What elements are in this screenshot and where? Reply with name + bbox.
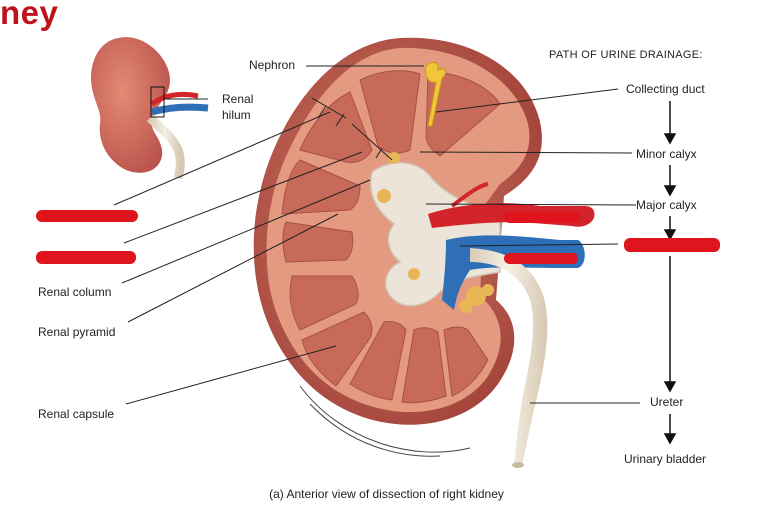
redaction-bar-4 — [504, 253, 578, 264]
path-step-collecting-duct: Collecting duct — [626, 82, 705, 96]
path-step-urinary-bladder: Urinary bladder — [624, 452, 707, 466]
path-step-major-calyx: Major calyx — [636, 198, 697, 212]
redaction-bar-3 — [504, 212, 580, 223]
label-renal-pyramid: Renal pyramid — [38, 325, 116, 339]
label-nephron: Nephron — [249, 58, 296, 72]
urine-path-arrows — [663, 101, 677, 445]
path-step-minor-calyx: Minor calyx — [636, 147, 697, 161]
small-kidney-icon — [91, 37, 209, 180]
urine-path-header: PATH OF URINE DRAINAGE: — [549, 49, 703, 61]
label-renal-hilum-2: hilum — [222, 108, 251, 122]
redaction-bar-path — [624, 238, 720, 252]
page-title: ney — [0, 0, 59, 31]
redaction-bar-1 — [36, 210, 138, 222]
path-step-ureter: Ureter — [650, 395, 684, 409]
label-renal-column: Renal column — [38, 285, 112, 299]
figure-caption: (a) Anterior view of dissection of right… — [269, 487, 504, 501]
label-renal-hilum-1: Renal — [222, 92, 254, 106]
kidney-section — [253, 37, 595, 468]
leader-lines — [113, 65, 640, 405]
label-renal-capsule: Renal capsule — [38, 407, 115, 421]
redaction-bar-2 — [36, 251, 136, 264]
